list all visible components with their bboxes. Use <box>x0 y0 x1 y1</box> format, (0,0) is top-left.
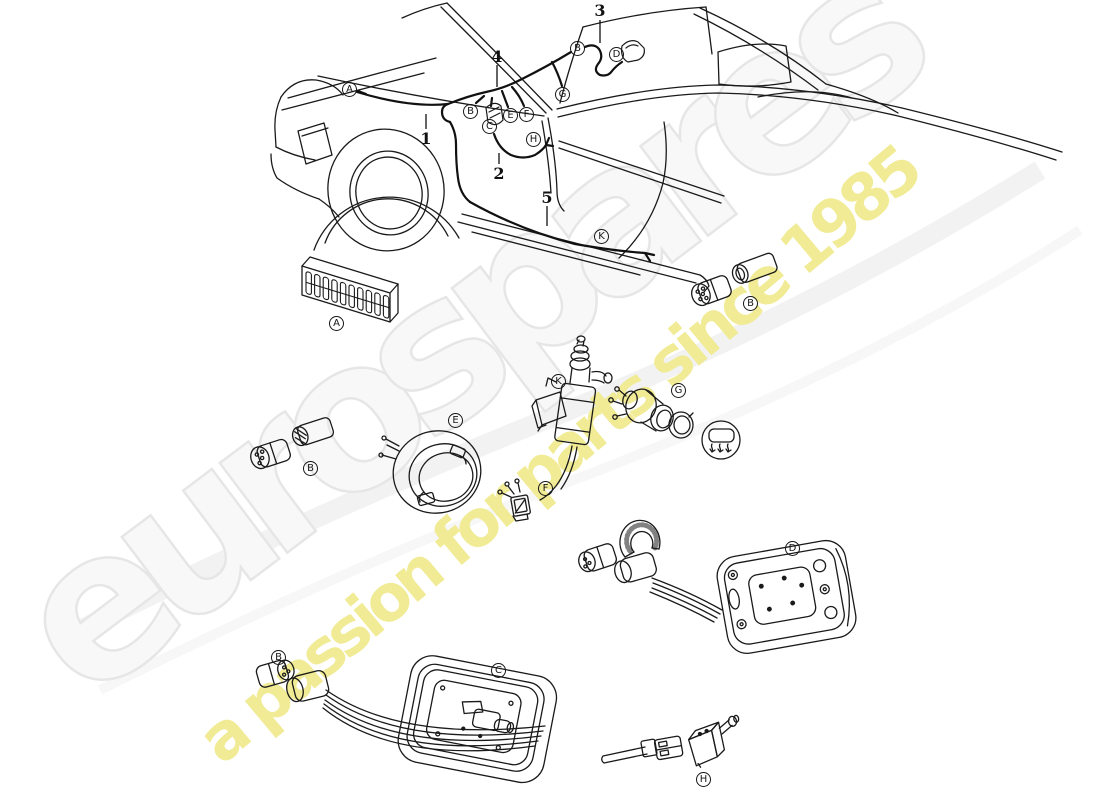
part-label-connectors-left-B[interactable]: B <box>303 461 318 476</box>
gauge-drawing <box>378 430 482 514</box>
bulb-socket-drawing <box>497 478 531 522</box>
part-label-plug-bottom-B[interactable]: B <box>271 650 286 665</box>
watermark-swoosh <box>55 161 1046 649</box>
part-label-bulb-socket-F[interactable]: F <box>538 481 553 496</box>
callout-car-D[interactable]: D <box>609 47 624 62</box>
ref-number-5[interactable]: 5 <box>541 188 553 207</box>
lock-actuator-drawing <box>531 335 613 501</box>
part-label-connectors-right-B[interactable]: B <box>743 296 758 311</box>
part-label-socket-G[interactable]: G <box>671 383 686 398</box>
callout-car-B-top[interactable]: B <box>570 41 585 56</box>
callout-car-G[interactable]: G <box>555 87 570 102</box>
callout-car-F[interactable]: F <box>519 107 534 122</box>
callout-car-B-mid[interactable]: B <box>463 104 478 119</box>
ref-number-4[interactable]: 4 <box>491 47 503 66</box>
part-label-actuator-K[interactable]: K <box>551 374 566 389</box>
ref-number-2[interactable]: 2 <box>493 164 505 183</box>
fuse-box-drawing <box>301 256 399 323</box>
connector-pair-left-drawing <box>250 417 335 470</box>
door-switch-drawing <box>601 714 740 768</box>
car-line-drawing <box>270 2 1063 293</box>
callout-car-C[interactable]: C <box>482 119 497 134</box>
watermark-swoosh <box>97 225 1083 695</box>
part-label-switch-H[interactable]: H <box>696 772 711 787</box>
part-label-mirror-left-C[interactable]: C <box>491 663 506 678</box>
callout-car-A[interactable]: A <box>342 82 357 97</box>
wiring-harness-lines <box>355 44 656 263</box>
lighter-socket-drawing <box>608 386 694 439</box>
watermark-layer: eurospares a passion for parts since 198… <box>0 0 1083 779</box>
callout-car-H[interactable]: H <box>526 132 541 147</box>
ref-number-1[interactable]: 1 <box>420 129 432 148</box>
callout-car-K[interactable]: K <box>594 229 609 244</box>
part-label-gauge-E[interactable]: E <box>448 413 463 428</box>
part-label-fuse-box-A[interactable]: A <box>329 316 344 331</box>
mirror-right-drawing <box>578 519 857 654</box>
part-label-mirror-right-D[interactable]: D <box>785 541 800 556</box>
ref-number-3[interactable]: 3 <box>594 1 606 20</box>
mirror-left-drawing <box>255 655 558 784</box>
heated-rear-window-icon <box>701 420 741 460</box>
ref-number-leaders <box>425 20 601 226</box>
callout-car-E[interactable]: E <box>503 108 518 123</box>
